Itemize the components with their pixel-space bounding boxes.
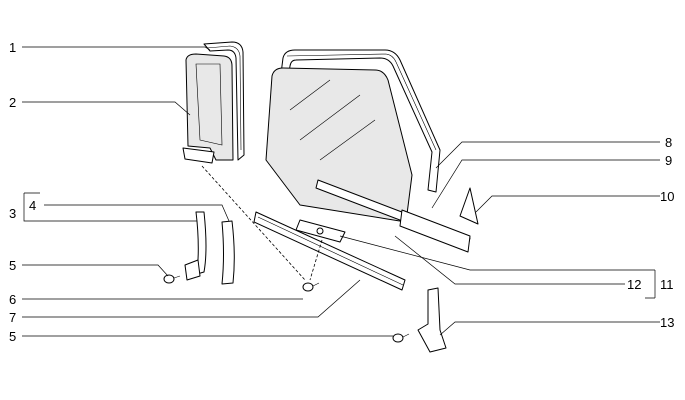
callout-6: 6 (9, 292, 16, 307)
part-5-screw-upper (163, 274, 181, 284)
callout-4: 4 (29, 198, 36, 213)
part-door-glass (265, 67, 413, 223)
callout-5-upper: 5 (9, 258, 16, 273)
callout-9: 9 (665, 153, 672, 168)
callout-11: 11 (660, 277, 674, 292)
leader-lines (22, 46, 660, 337)
callout-3: 3 (9, 206, 16, 221)
part-1-rear-glass-seal (203, 41, 245, 161)
callout-8: 8 (665, 135, 672, 150)
callout-13: 13 (660, 315, 674, 330)
assembly-path-line (201, 165, 306, 281)
part-12-lift-clip (295, 219, 346, 243)
callout-2: 2 (9, 95, 16, 110)
part-4-channel-seal (221, 220, 235, 285)
part-8-door-glass-frame-seal (269, 49, 441, 193)
part-13-lower-bracket (417, 287, 447, 353)
callout-7: 7 (9, 310, 16, 325)
part-2-fixed-quarter-glass (182, 53, 234, 164)
part-3-rear-run-channel (184, 211, 207, 281)
callout-12: 12 (627, 277, 641, 292)
part-7-lift-channel (253, 211, 406, 291)
part-10-bracket (459, 187, 479, 225)
assembly-path-line-2 (309, 239, 323, 281)
part-9-glass-channel (315, 179, 471, 253)
callout-5-lower: 5 (9, 329, 16, 344)
callout-1: 1 (9, 40, 16, 55)
callout-10: 10 (660, 189, 674, 204)
part-5-screw-lower (392, 333, 410, 343)
part-6-screw (302, 282, 320, 292)
